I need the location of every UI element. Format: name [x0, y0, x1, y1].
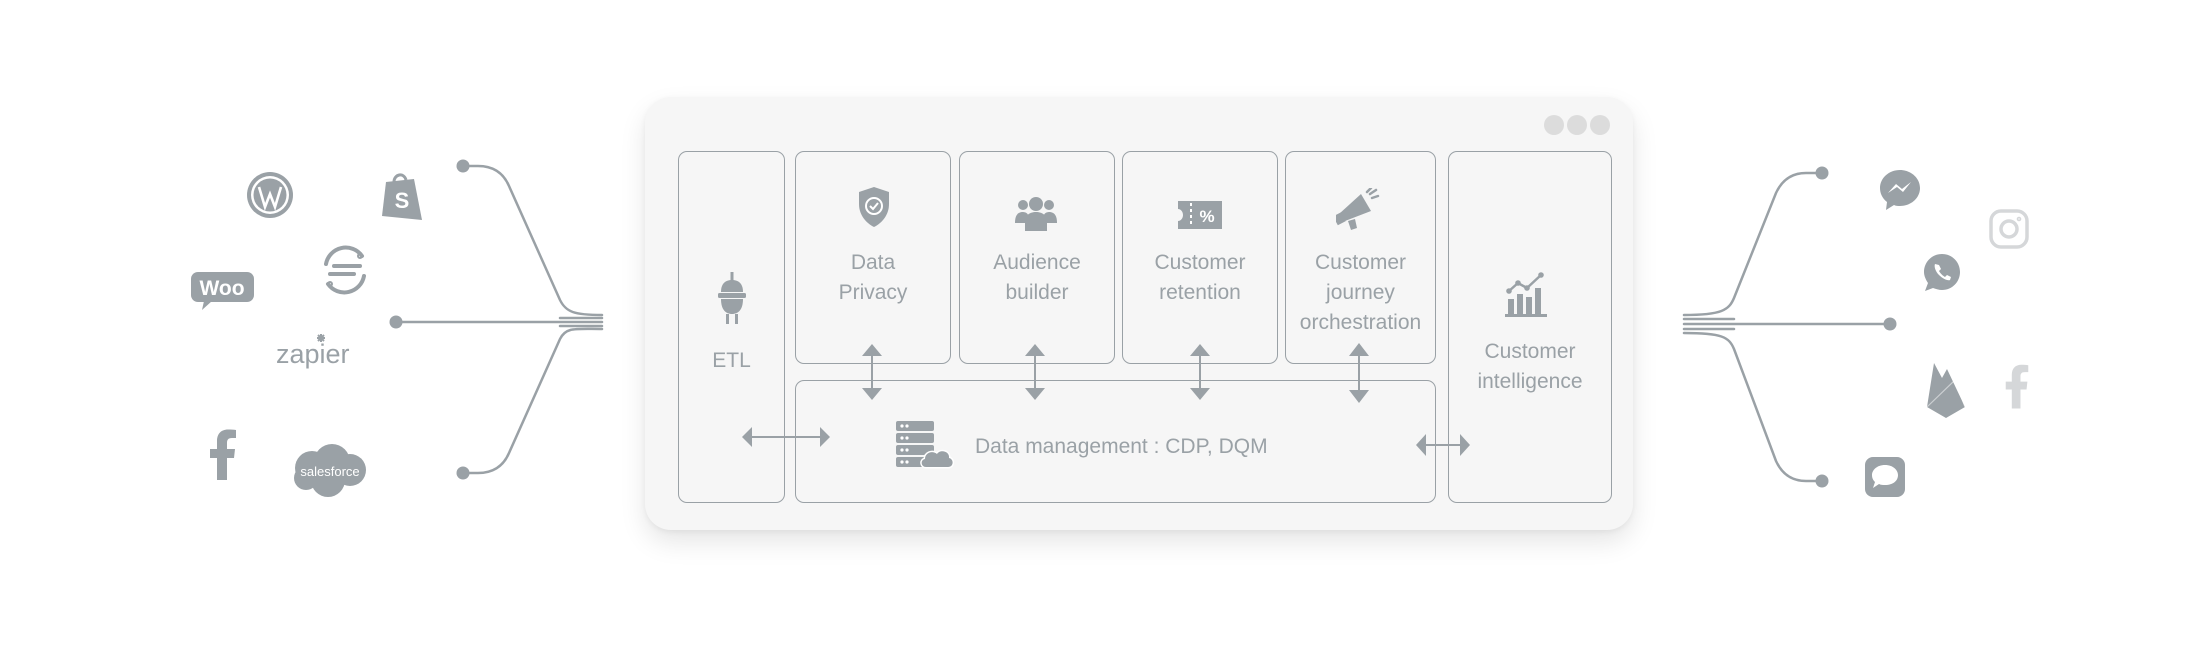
data-management-module: [795, 380, 1436, 503]
etl-module: [678, 151, 785, 503]
customer-intelligence-module: [1448, 151, 1612, 503]
shield-check-icon: [857, 186, 891, 233]
salesforce-icon: salesforce: [290, 440, 370, 505]
woocommerce-icon: Woo: [190, 270, 256, 317]
bar-chart-growth-icon: [1505, 272, 1549, 323]
audience-builder-label: Audience builder: [993, 251, 1081, 304]
whatsapp-icon: [1922, 252, 1962, 299]
zapier-icon: zapier: [272, 330, 354, 375]
right-connector-bottom: [1682, 331, 1824, 483]
svg-text:Woo: Woo: [199, 277, 244, 300]
window-control-dot: [1567, 115, 1587, 135]
svg-text:zapier: zapier: [276, 339, 350, 369]
messenger-icon: [1878, 168, 1922, 217]
plug-icon: [716, 272, 748, 337]
shopify-icon: S: [378, 170, 426, 227]
customer-journey-label: Customer journey orchestration: [1299, 251, 1422, 334]
double-arrow-vertical: [1190, 344, 1210, 400]
megaphone-icon: [1333, 186, 1380, 237]
instagram-icon: [1989, 209, 2029, 254]
double-arrow-vertical: [1025, 344, 1045, 400]
double-arrow-horizontal: [742, 427, 830, 447]
firebase-icon: [1925, 360, 1967, 425]
customer-journey-module: [1285, 151, 1436, 364]
double-arrow-vertical: [1349, 343, 1369, 403]
svg-text:salesforce: salesforce: [300, 464, 359, 479]
window-control-dot: [1590, 115, 1610, 135]
users-group-icon: [1015, 197, 1057, 238]
discount-ticket-icon: %: [1177, 199, 1223, 236]
audience-builder-module: [959, 151, 1115, 364]
window-control-dot: [1544, 115, 1564, 135]
left-connector-top: [461, 164, 604, 317]
double-arrow-horizontal: [1416, 434, 1470, 456]
left-connector-bottom: [461, 327, 604, 475]
facebook-icon: [208, 428, 238, 485]
server-cloud-icon: [896, 419, 955, 474]
customer-retention-label: Customer retention: [1154, 251, 1246, 304]
data-management-label: Data management : CDP, DQM: [975, 435, 1268, 458]
platform-window: [645, 97, 1633, 530]
customer-intelligence-label: Customer intelligence: [1477, 340, 1583, 393]
double-arrow-vertical: [862, 344, 882, 400]
right-connector-top: [1682, 171, 1824, 317]
segment-icon: [320, 245, 370, 300]
svg-text:S: S: [395, 188, 410, 213]
facebook-icon: [2004, 360, 2030, 417]
chat-bubble-icon: [1864, 456, 1906, 503]
etl-label: ETL: [712, 349, 751, 372]
wordpress-icon: [245, 170, 295, 225]
data-privacy-label: Data Privacy: [838, 251, 908, 304]
svg-text:%: %: [1199, 207, 1214, 226]
